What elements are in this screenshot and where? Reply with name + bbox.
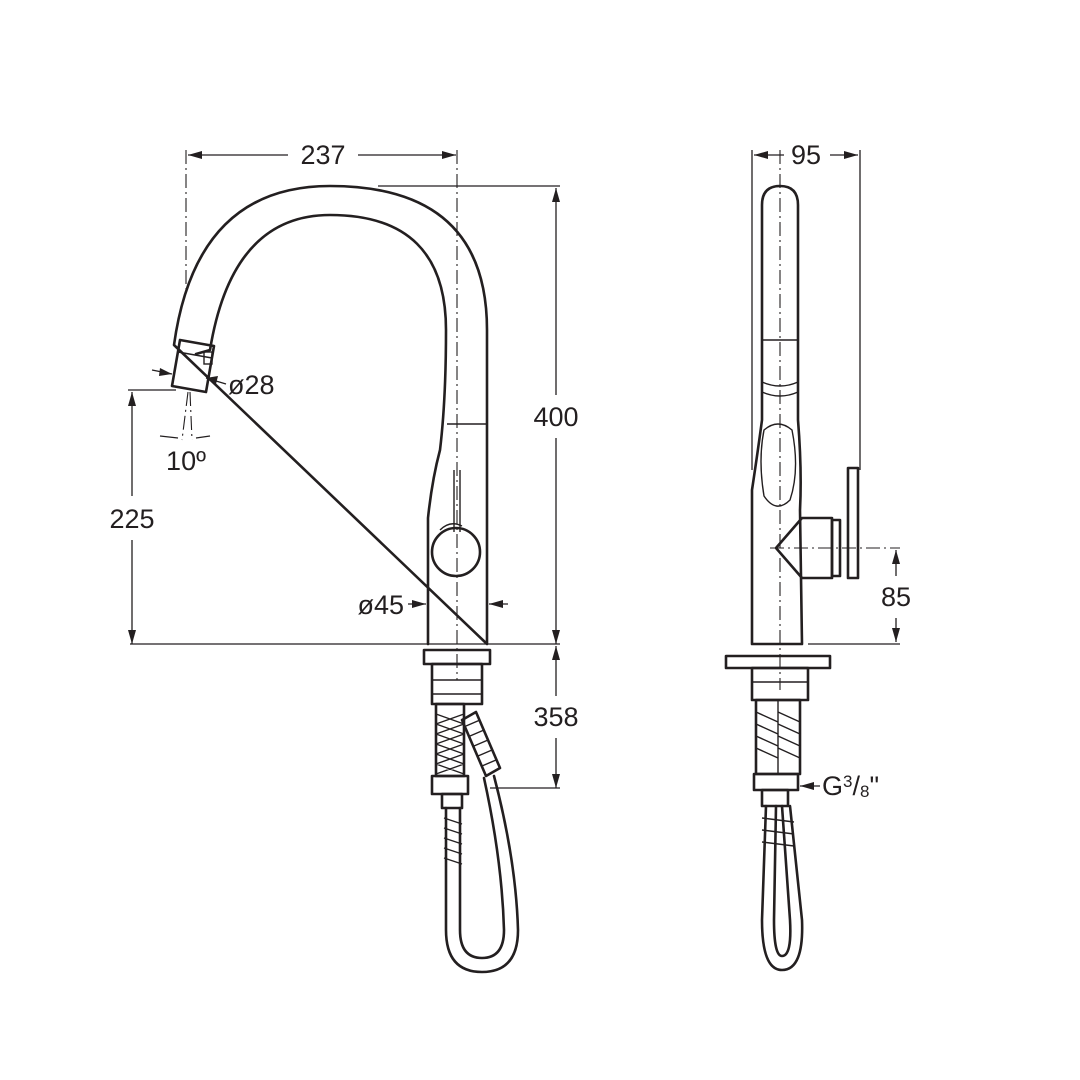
body-dia-arrow-right <box>489 600 503 608</box>
height-arrow-top <box>552 188 560 202</box>
front-coupling-2 <box>440 792 464 810</box>
width-dim-label: 237 <box>300 140 345 170</box>
angle-leader-right <box>195 435 211 439</box>
thread-numerator: 3 <box>843 772 852 791</box>
depth-arrow-left <box>754 151 768 159</box>
front-faucet-outline <box>172 184 489 646</box>
thread-callout: G3/8" <box>822 771 879 801</box>
spout-dim-label: 225 <box>109 504 154 534</box>
lever-slot <box>453 470 461 532</box>
pullout-spring-coils <box>465 719 497 767</box>
spray-angle-line-a <box>181 391 189 441</box>
thread-arrow <box>800 782 814 790</box>
spout-arrow-bottom <box>128 630 136 644</box>
spray-head-seam <box>177 351 213 359</box>
side-braid-pattern <box>755 711 801 759</box>
front-coupling <box>430 774 470 796</box>
side-body-recess <box>760 423 797 507</box>
side-hose-loop-inner <box>772 804 792 958</box>
thread-denominator: 8 <box>860 782 869 801</box>
spray-diameter-label: ø28 <box>228 370 275 400</box>
spray-angle-label: 10º <box>166 446 206 476</box>
height-arrow-bottom <box>552 630 560 644</box>
pullout-spring <box>460 710 502 778</box>
front-braid-pattern <box>435 713 465 775</box>
side-hose-spring <box>761 817 795 847</box>
spray-button <box>203 351 213 365</box>
side-deck-plate <box>724 654 832 670</box>
front-hose-loop-inner <box>458 776 506 960</box>
handle-arrow-bottom <box>892 628 900 642</box>
depth-arrow-right <box>844 151 858 159</box>
front-hose-spring <box>443 817 463 865</box>
spout-arrow-top <box>128 392 136 406</box>
lever-knob-detail <box>439 523 463 531</box>
spray-dia-arrow-left <box>159 368 172 376</box>
side-hose-loop-outer <box>760 804 804 972</box>
below-deck-arrow-bottom <box>552 774 560 788</box>
height-dim-label: 400 <box>533 402 578 432</box>
handle-height-label: 85 <box>881 582 911 612</box>
handle-arrow-top <box>892 550 900 564</box>
front-hose-loop-outer <box>444 774 520 974</box>
thread-slash: / <box>852 771 860 801</box>
lever-knob <box>430 526 482 578</box>
below-deck-label: 358 <box>533 702 578 732</box>
front-mounting-nut <box>430 662 484 706</box>
side-lever <box>846 466 860 580</box>
thread-inch-mark: " <box>869 771 879 801</box>
side-coupling <box>752 772 800 792</box>
side-coupling-2 <box>760 788 790 808</box>
side-faucet-outline <box>750 184 804 646</box>
body-diameter-label: ø45 <box>357 590 404 620</box>
side-view: 95 85 G3/8" <box>724 140 911 972</box>
depth-dim-label: 95 <box>791 140 821 170</box>
width-arrow-left <box>188 151 202 159</box>
width-arrow-right <box>442 151 456 159</box>
angle-leader-left <box>159 435 179 439</box>
body-dia-arrow-left <box>412 600 426 608</box>
thread-main: G <box>822 771 843 801</box>
front-view: 237 400 225 ø28 10º ø45 <box>109 140 579 974</box>
spray-angle-line-b <box>189 391 193 441</box>
below-deck-arrow-top <box>552 646 560 660</box>
spray-dia-arrow-right <box>206 376 218 384</box>
spray-head <box>170 338 216 394</box>
